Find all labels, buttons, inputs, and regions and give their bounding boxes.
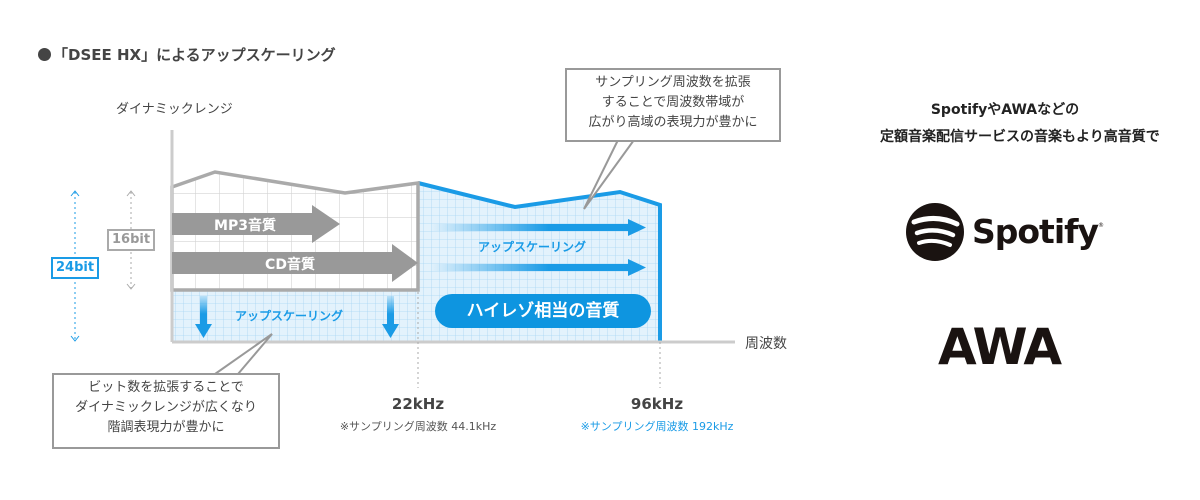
- y-axis-label: ダイナミックレンジ: [116, 102, 233, 117]
- cd-arrow: [172, 244, 418, 282]
- freq-96khz: 96kHz: [630, 395, 684, 413]
- callout-line: 階調表現力が豊かに: [107, 420, 225, 435]
- callout-line: ダイナミックレンジが広くなり: [75, 400, 257, 415]
- cd-label: CD音質: [265, 257, 315, 273]
- spotify-icon: [906, 203, 964, 261]
- callout-line: ビット数を拡張することで: [88, 380, 244, 395]
- mp3-label: MP3音質: [214, 218, 276, 234]
- awa-logo: AWA: [938, 318, 1062, 376]
- hires-badge: ハイレゾ相当の音質: [435, 294, 651, 328]
- upscale-arrow-1-head: [628, 219, 646, 236]
- hires-outline: [417, 181, 662, 342]
- page-title: 「DSEE HX」によるアップスケーリング: [38, 44, 336, 65]
- callout-line: することで周波数帯域が: [601, 95, 745, 110]
- upscale-horizontal-label: アップスケーリング: [478, 240, 587, 254]
- down-arrow-2: [387, 296, 394, 326]
- x-axis-label: 周波数: [745, 336, 787, 352]
- bullet-icon: [38, 48, 51, 61]
- upscale-vertical-label: アップスケーリング: [235, 309, 344, 323]
- top-callout: サンプリング周波数を拡張 することで周波数帯域が 広がり高域の表現力が豊かに: [565, 68, 781, 142]
- callout-line: 広がり高域の表現力が豊かに: [588, 115, 758, 130]
- 16bit-label: 16bit: [107, 229, 156, 251]
- registered-mark: ®: [1098, 222, 1104, 229]
- down-arrow-1: [200, 296, 207, 326]
- freq-22khz-note: ※サンプリング周波数 44.1kHz: [339, 420, 497, 433]
- upscale-arrow-1: [430, 224, 628, 231]
- freq-22khz: 22kHz: [391, 395, 445, 413]
- upscale-arrow-2: [430, 264, 628, 271]
- mp3-arrow: [172, 205, 340, 243]
- bottom-callout: ビット数を拡張することで ダイナミックレンジが広くなり 階調表現力が豊かに: [52, 373, 280, 449]
- callout-line: サンプリング周波数を拡張: [595, 75, 751, 90]
- heading-line: 定額音楽配信サービスの音楽もより高音質で: [880, 129, 1160, 145]
- upscale-arrow-2-head: [628, 259, 646, 276]
- freq-96khz-note: ※サンプリング周波数 192kHz: [580, 420, 734, 433]
- heading-line: SpotifyやAWAなどの: [930, 102, 1080, 118]
- right-heading: SpotifyやAWAなどの 定額音楽配信サービスの音楽もより高音質で: [880, 97, 1160, 151]
- 24bit-label: 24bit: [51, 257, 100, 279]
- spotify-logo: Spotify: [972, 212, 1099, 251]
